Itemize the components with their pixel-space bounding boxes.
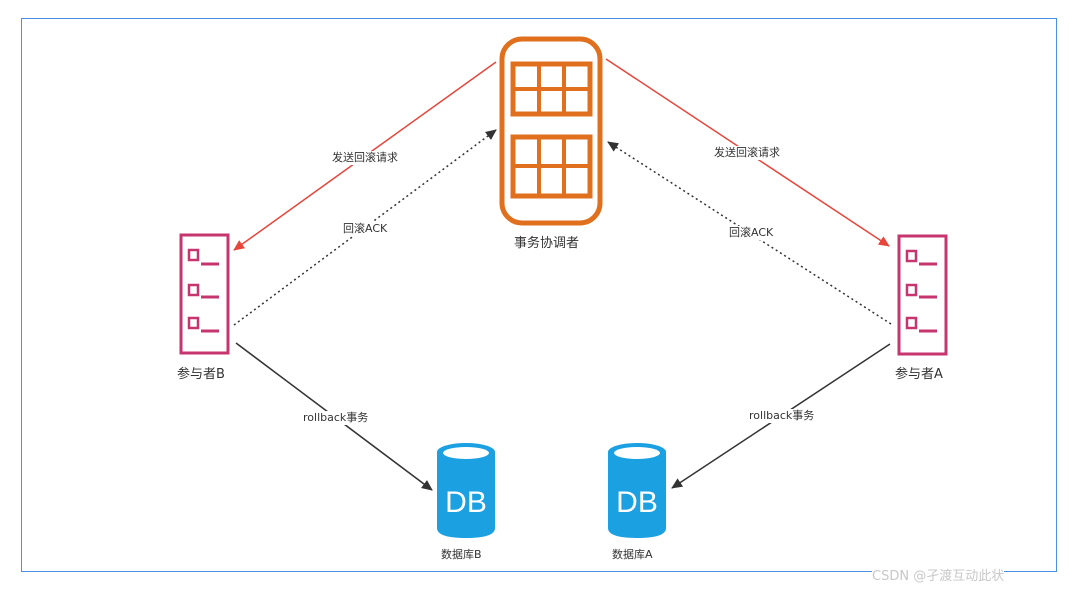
- edge-label-rollback-tx-b: rollback事务: [302, 411, 370, 425]
- database-a-db-text: DB: [616, 486, 658, 519]
- watermark-text: CSDN @孑渡互动此状: [872, 565, 1005, 584]
- diagram-frame: [21, 18, 1057, 572]
- edge-label-send-rollback-a: 发送回滚请求: [713, 146, 781, 160]
- edge-label-ack-b: 回滚ACK: [342, 222, 389, 236]
- edge-label-ack-a: 回滚ACK: [728, 226, 775, 240]
- edge-ack-from-a: [607, 141, 892, 325]
- database-a-label: 数据库A: [612, 548, 653, 561]
- participant-b-icon: [179, 233, 230, 355]
- coordinator-icon: [499, 36, 603, 226]
- participant-b-label: 参与者B: [177, 367, 225, 382]
- database-b-label: 数据库B: [441, 548, 482, 561]
- participant-a-icon: [897, 234, 948, 356]
- database-b-icon: DB: [437, 443, 495, 538]
- coordinator-label: 事务协调者: [514, 236, 580, 251]
- database-b-db-text: DB: [445, 486, 487, 519]
- edge-label-send-rollback-b: 发送回滚请求: [331, 151, 399, 165]
- edge-label-rollback-tx-a: rollback事务: [748, 409, 816, 423]
- participant-a-label: 参与者A: [895, 367, 943, 382]
- database-a-icon: DB: [608, 443, 666, 538]
